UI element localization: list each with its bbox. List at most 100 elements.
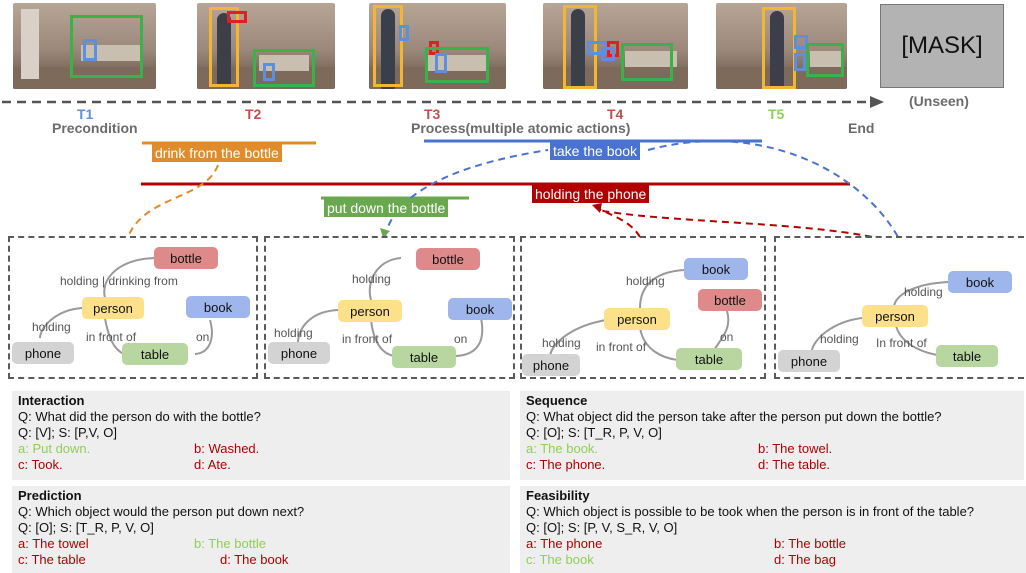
node-book: book [186, 296, 250, 318]
action-holding-phone: holding the phone [532, 185, 650, 203]
node-phone: phone [778, 350, 840, 372]
qa-feasibility: Feasibility Q: Which object is possible … [520, 486, 1026, 573]
box-table [621, 43, 673, 81]
box-phone [794, 35, 808, 49]
qa-sequence: Sequence Q: What object did the person t… [520, 391, 1024, 480]
edge-label: holding [542, 336, 581, 350]
box-table [70, 15, 143, 78]
option-d: d: The bag [774, 552, 836, 567]
edge-label: holding [626, 274, 665, 288]
node-person: person [862, 305, 928, 327]
edge-label: on [454, 332, 468, 346]
qa-structure: Q: [O]; S: [P, V, S_R, V, O] [526, 520, 678, 535]
qa-structure: Q: [V]; S: [P,V, O] [18, 425, 117, 440]
box-person [762, 7, 796, 89]
option-d: d: The book [220, 552, 289, 567]
edge-label: in front of [596, 340, 647, 354]
edge-label: holding [32, 320, 71, 334]
option-c: c: The phone. [526, 457, 606, 472]
node-phone: phone [12, 342, 74, 364]
qa-question: Q: What object did the person take after… [526, 409, 942, 424]
process-label: Process(multiple atomic actions) [411, 120, 631, 136]
qa-question: Q: Which object would the person put dow… [18, 504, 305, 519]
node-person: person [604, 308, 670, 330]
edge-label: holding [904, 285, 943, 299]
action-drink: drink from the bottle [152, 144, 282, 162]
edge-label: in front of [86, 330, 137, 344]
node-table: table [936, 345, 998, 367]
box-table [253, 49, 315, 87]
box-table [806, 43, 844, 77]
frame-t1 [13, 3, 156, 89]
mask-label: [MASK] [901, 32, 983, 59]
option-c: c: The table [18, 552, 86, 567]
node-bottle: bottle [416, 248, 480, 270]
option-b: b: The bottle [774, 536, 847, 551]
t5-label: T5 [768, 106, 785, 122]
node-bottle: bottle [698, 289, 762, 311]
action-put-down: put down the bottle [324, 199, 449, 217]
box-book [435, 53, 447, 73]
qa-interaction: Interaction Q: What did the person do wi… [12, 391, 510, 480]
edge-label: holding [820, 332, 859, 346]
unseen-label: (Unseen) [909, 93, 969, 109]
option-c: c: The book [526, 552, 594, 567]
box-book [794, 53, 806, 71]
node-person: person [338, 300, 402, 322]
edge-label: on [196, 330, 210, 344]
t1-label: T1 [77, 106, 94, 122]
scene-graph-2: bottle person book table phone holding h… [264, 236, 515, 379]
option-b: b: Washed. [194, 441, 260, 456]
qa-prediction: Prediction Q: Which object would the per… [12, 486, 510, 573]
node-book: book [948, 271, 1012, 293]
scene-graph-1: bottle person book table phone holding |… [8, 236, 258, 379]
option-b: b: The towel. [758, 441, 833, 456]
qa-question: Q: Which object is possible to be took w… [526, 504, 975, 519]
qa-title: Prediction [18, 488, 82, 503]
option-d: d: The table. [758, 457, 831, 472]
node-table: table [122, 343, 188, 365]
box-person [563, 5, 597, 89]
box-person [373, 5, 403, 87]
option-d: d: Ate. [194, 457, 231, 472]
qa-title: Sequence [526, 393, 588, 408]
frame-t4 [543, 3, 688, 89]
box-book [263, 63, 275, 81]
node-table: table [676, 348, 742, 370]
option-a: a: The book. [526, 441, 599, 456]
edge-label: holding | drinking from [60, 274, 178, 288]
t3-label: T3 [424, 106, 441, 122]
option-c: c: Took. [18, 457, 63, 472]
qa-title: Feasibility [526, 488, 590, 503]
scene-graph-4: book person table phone holding holding … [774, 236, 1024, 379]
end-label: End [848, 120, 875, 136]
qa-title: Interaction [18, 393, 85, 408]
graph-edges [549, 269, 730, 361]
edge-label: In front of [876, 336, 927, 350]
frame-t5 [716, 3, 847, 89]
precondition-label: Precondition [52, 120, 138, 136]
box-phone [399, 25, 409, 41]
qa-question: Q: What did the person do with the bottl… [18, 409, 261, 424]
option-a: a: Put down. [18, 441, 91, 456]
edge-label: on [720, 330, 734, 344]
option-a: a: The phone [526, 536, 603, 551]
box-book [601, 47, 615, 61]
qa-structure: Q: [O]; S: [T_R, P, V, O] [18, 520, 154, 535]
option-b: b: The bottle [194, 536, 267, 551]
frame-t2 [197, 3, 335, 89]
t4-label: T4 [607, 106, 624, 122]
node-person: person [82, 297, 144, 319]
action-take-book: take the book [550, 142, 641, 160]
box-person [83, 39, 97, 61]
box-bottle [227, 11, 247, 23]
node-table: table [392, 346, 456, 368]
edge-label: in front of [342, 332, 393, 346]
node-phone: phone [268, 342, 330, 364]
node-bottle: bottle [154, 247, 218, 269]
frame-t3 [369, 3, 506, 89]
option-a: a: The towel [18, 536, 89, 551]
edge-label: holding [352, 272, 391, 286]
qa-structure: Q: [O]; S: [T_R, P, V, O] [526, 425, 662, 440]
edge-label: holding [274, 326, 313, 340]
